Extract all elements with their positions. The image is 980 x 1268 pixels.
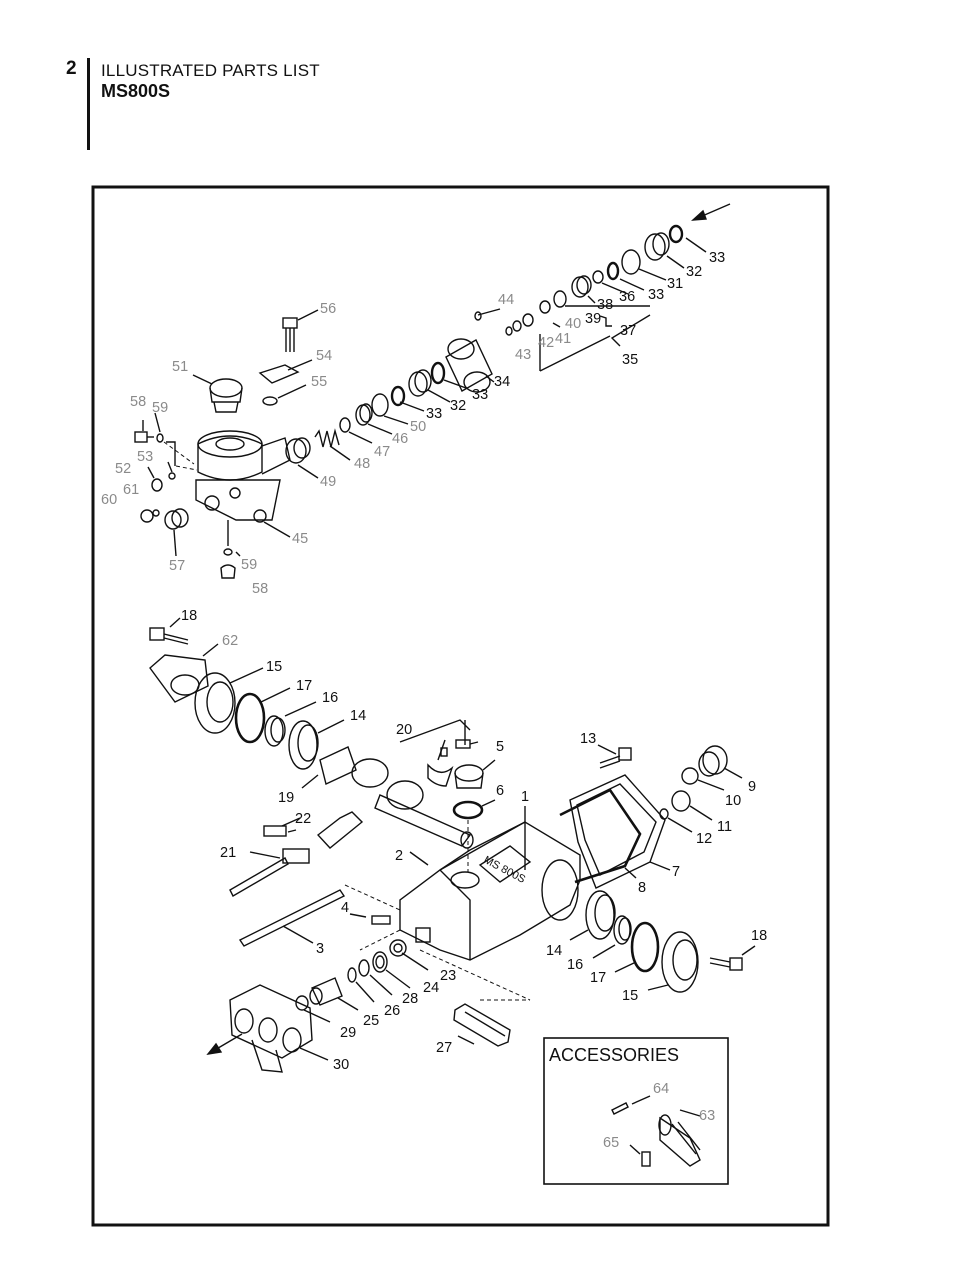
- callout-34: 34: [494, 374, 510, 390]
- callout-49: 49: [320, 474, 336, 490]
- callout-18: 18: [751, 928, 767, 944]
- callout-33: 33: [648, 287, 664, 303]
- callout-38: 38: [597, 297, 613, 313]
- callout-29: 29: [340, 1025, 356, 1041]
- callout-59: 59: [152, 400, 168, 416]
- callout-4: 4: [341, 900, 349, 916]
- callout-39: 39: [585, 311, 601, 327]
- callout-37: 37: [620, 323, 636, 339]
- callout-63: 63: [699, 1108, 715, 1124]
- callout-64: 64: [653, 1081, 669, 1097]
- callout-12: 12: [696, 831, 712, 847]
- callout-19: 19: [278, 790, 294, 806]
- callout-56: 56: [320, 301, 336, 317]
- callout-42: 42: [538, 335, 554, 351]
- callout-17: 17: [296, 678, 312, 694]
- callout-16: 16: [322, 690, 338, 706]
- callout-2: 2: [395, 848, 403, 864]
- callout-18: 18: [181, 608, 197, 624]
- callout-labels: 3332313336383937354041424344343332335046…: [101, 250, 767, 1151]
- callout-61: 61: [123, 482, 139, 498]
- callout-33: 33: [426, 406, 442, 422]
- callout-48: 48: [354, 456, 370, 472]
- callout-22: 22: [295, 811, 311, 827]
- callout-9: 9: [748, 779, 756, 795]
- callout-36: 36: [619, 289, 635, 305]
- callout-57: 57: [169, 558, 185, 574]
- callout-41: 41: [555, 331, 571, 347]
- valve-assembly: [134, 203, 731, 579]
- callout-28: 28: [402, 991, 418, 1007]
- callout-24: 24: [423, 980, 439, 996]
- document-title: ILLUSTRATED PARTS LIST: [101, 61, 320, 80]
- crankcase-assembly: [149, 617, 756, 1073]
- callout-43: 43: [515, 347, 531, 363]
- callout-14: 14: [350, 708, 366, 724]
- callout-60: 60: [101, 492, 117, 508]
- callout-25: 25: [363, 1013, 379, 1029]
- model-name: MS800S: [101, 81, 171, 101]
- callout-32: 32: [450, 398, 466, 414]
- callout-50: 50: [410, 419, 426, 435]
- callout-6: 6: [496, 783, 504, 799]
- callout-31: 31: [667, 276, 683, 292]
- callout-52: 52: [115, 461, 131, 477]
- callout-58: 58: [252, 581, 268, 597]
- callout-17: 17: [590, 970, 606, 986]
- callout-16: 16: [567, 957, 583, 973]
- callout-54: 54: [316, 348, 332, 364]
- header-divider: [87, 58, 90, 150]
- callout-20: 20: [396, 722, 412, 738]
- callout-15: 15: [622, 988, 638, 1004]
- diagram-frame: [91, 185, 830, 1227]
- housing-marking: MS 800S: [482, 854, 528, 886]
- callout-14: 14: [546, 943, 562, 959]
- callout-13: 13: [580, 731, 596, 747]
- callout-10: 10: [725, 793, 741, 809]
- callout-40: 40: [565, 316, 581, 332]
- callout-23: 23: [440, 968, 456, 984]
- callout-35: 35: [622, 352, 638, 368]
- callout-8: 8: [638, 880, 646, 896]
- callout-55: 55: [311, 374, 327, 390]
- callout-30: 30: [333, 1057, 349, 1073]
- callout-5: 5: [496, 739, 504, 755]
- alignment-lines: [163, 441, 531, 1001]
- callout-58: 58: [130, 394, 146, 410]
- callout-33: 33: [472, 387, 488, 403]
- callout-32: 32: [686, 264, 702, 280]
- callout-21: 21: [220, 845, 236, 861]
- callout-44: 44: [498, 292, 514, 308]
- callout-62: 62: [222, 633, 238, 649]
- callout-45: 45: [292, 531, 308, 547]
- callout-11: 11: [717, 819, 732, 835]
- callout-33: 33: [709, 250, 725, 266]
- callout-26: 26: [384, 1003, 400, 1019]
- callout-51: 51: [172, 359, 188, 375]
- callout-53: 53: [137, 449, 153, 465]
- callout-7: 7: [672, 864, 680, 880]
- accessories-title: ACCESSORIES: [549, 1045, 679, 1065]
- accessories-parts: [611, 1095, 701, 1167]
- accessories-box: [543, 1037, 729, 1185]
- callout-65: 65: [603, 1135, 619, 1151]
- callout-46: 46: [392, 431, 408, 447]
- callout-27: 27: [436, 1040, 452, 1056]
- callout-1: 1: [521, 789, 529, 805]
- callout-47: 47: [374, 444, 390, 460]
- callout-3: 3: [316, 941, 324, 957]
- callout-59: 59: [241, 557, 257, 573]
- callout-15: 15: [266, 659, 282, 675]
- page-number: 2: [66, 58, 77, 79]
